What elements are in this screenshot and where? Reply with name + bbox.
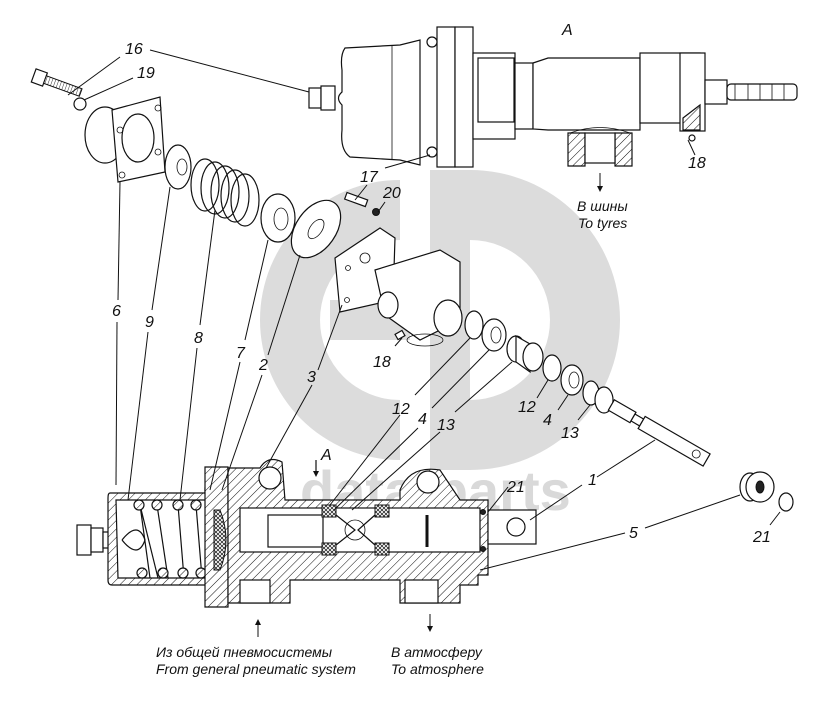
arrow-down-icon — [597, 186, 603, 192]
screw-18-part — [394, 329, 406, 341]
sleeve-13a-part — [506, 334, 544, 374]
spring-seat-part — [164, 144, 192, 190]
spring-section — [133, 499, 219, 579]
spring-part — [190, 158, 260, 227]
caption-supply-ru: Из общей пневмосистемы — [156, 644, 333, 660]
hose-fitting — [726, 83, 798, 101]
callout-4-left: 4 — [418, 411, 427, 428]
callout-19: 19 — [137, 65, 155, 82]
nut-part — [73, 97, 87, 111]
arrow-up-icon — [255, 619, 261, 625]
callout-21-ring: 21 — [752, 529, 771, 546]
to-tyres-caption: В шины To tyres — [577, 173, 628, 231]
caption-tyres-en: To tyres — [578, 215, 627, 231]
seal-12a-part — [464, 310, 484, 340]
valve-body-part — [334, 227, 463, 347]
callout-3: 3 — [307, 369, 316, 386]
callouts: 16 19 17 20 18 6 9 8 7 2 3 18 12 4 13 12… — [112, 41, 771, 546]
callout-6: 6 — [112, 303, 121, 320]
callout-5: 5 — [629, 525, 638, 542]
callout-4-right: 4 — [543, 412, 552, 429]
callout-13-left: 13 — [437, 417, 455, 434]
caption-atmo-en: To atmosphere — [391, 661, 484, 677]
spring-cover-part — [84, 96, 166, 183]
callout-20: 20 — [382, 185, 401, 202]
section-view-assembly: A — [76, 447, 537, 608]
section-a-arrow-icon — [313, 471, 319, 477]
callout-18-top: 18 — [688, 155, 706, 172]
callout-8: 8 — [194, 330, 203, 347]
callout-17: 17 — [360, 169, 379, 186]
adjusting-screw — [76, 524, 92, 556]
callout-7: 7 — [236, 345, 246, 362]
view-a-assembly: A — [308, 22, 798, 168]
sleeve-13b-part — [582, 380, 614, 414]
diaphragm-part — [290, 199, 342, 259]
ring-4a-part — [481, 318, 507, 352]
bolt-part — [30, 68, 83, 97]
callout-18-mid: 18 — [373, 354, 391, 371]
seal-12b-part — [542, 354, 562, 382]
caption-tyres-ru: В шины — [577, 198, 628, 214]
flange-right — [454, 26, 474, 168]
washer-20-part — [372, 208, 380, 216]
callout-9: 9 — [145, 314, 154, 331]
callout-16: 16 — [125, 41, 143, 58]
nipple-16 — [308, 87, 322, 109]
caption-supply-en: From general pneumatic system — [156, 661, 356, 677]
section-a-label: A — [320, 447, 332, 464]
actuator-housing — [337, 39, 421, 166]
callout-12-right: 12 — [518, 399, 536, 416]
callout-21-section: 21 — [506, 479, 525, 496]
view-a-label: A — [561, 22, 573, 39]
o-ring-21-part — [778, 492, 794, 512]
callout-1: 1 — [588, 472, 597, 489]
caption-atmo-ru: В атмосферу — [391, 644, 483, 660]
leader-lines — [67, 49, 781, 571]
atmosphere-caption: В атмосферу To atmosphere — [391, 614, 484, 677]
washer-part — [260, 193, 296, 243]
plug-part — [739, 471, 775, 503]
supply-caption: Из общей пневмосистемы From general pneu… — [156, 619, 356, 677]
flange-left — [436, 26, 456, 168]
callout-13-right: 13 — [561, 425, 579, 442]
valve-stem-part — [607, 398, 711, 467]
arrow-down-icon — [427, 626, 433, 632]
callout-12-left: 12 — [392, 401, 410, 418]
ring-4b-part — [560, 364, 584, 396]
callout-2: 2 — [258, 357, 268, 374]
